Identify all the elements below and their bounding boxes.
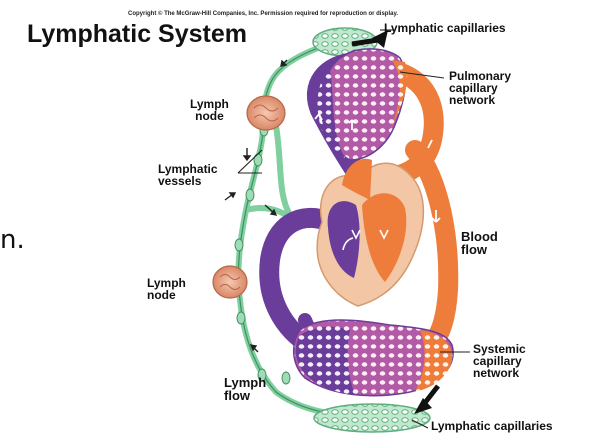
label-line: vessels (158, 175, 218, 187)
label-line: network (449, 94, 511, 106)
lymph-node-top (247, 96, 285, 130)
lymph-node-bottom (213, 266, 247, 298)
systemic-capillary-network (294, 320, 453, 396)
label-line: flow (224, 389, 266, 402)
label-lymphatic-vessels: Lymphatic vessels (158, 163, 218, 187)
heart (317, 159, 423, 306)
label-lymph-flow: Lymph flow (224, 376, 266, 402)
label-line: flow (461, 243, 498, 256)
label-systemic-capillary-network: Systemic capillary network (473, 343, 526, 379)
label-pulmonary-capillary-network: Pulmonary capillary network (449, 70, 511, 106)
label-lymphatic-capillaries-top: Lymphatic capillaries (384, 22, 506, 34)
label-line: node (147, 289, 186, 301)
lymphatic-capillary-bed-bottom (314, 404, 430, 432)
label-lymph-node-top: Lymph node (190, 98, 229, 122)
label-line: node (190, 110, 229, 122)
label-blood-flow: Blood flow (461, 230, 498, 256)
label-line: network (473, 367, 526, 379)
label-lymphatic-capillaries-bottom: Lymphatic capillaries (431, 420, 553, 432)
label-lymph-node-bottom: Lymph node (147, 277, 186, 301)
